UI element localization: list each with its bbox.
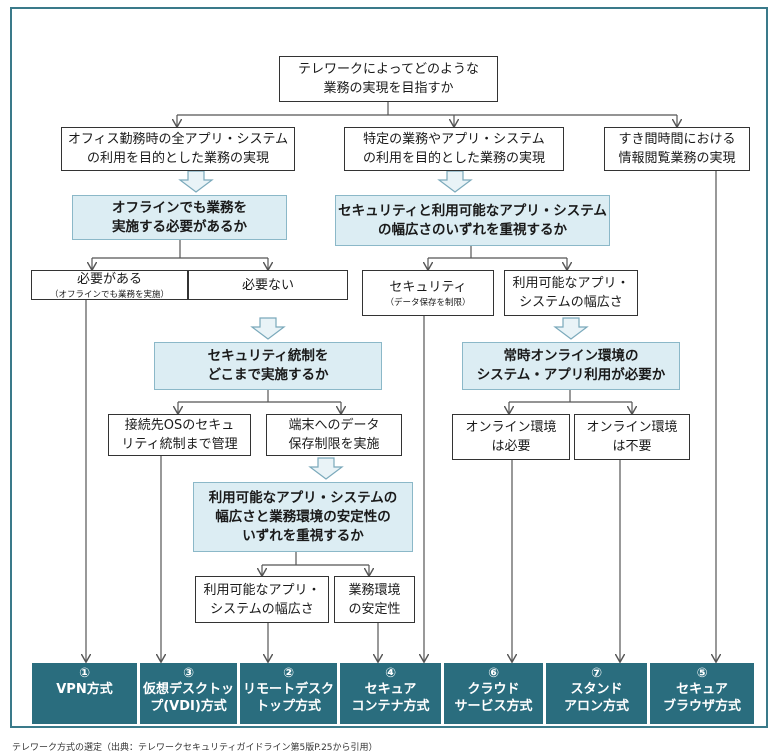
- option-online-needed: オンライン環境 は必要: [452, 414, 570, 460]
- option-security-note: （データ保存を制限）: [385, 297, 471, 308]
- result-vpn: ① VPN方式: [32, 663, 137, 724]
- result-number: ③: [182, 666, 194, 681]
- option-stability: 業務環境 の安定性: [334, 576, 415, 623]
- result-label: クラウド サービス方式: [454, 682, 533, 714]
- option-offline-needed-label: 必要がある: [76, 271, 142, 287]
- option-online-not-needed: オンライン環境 は不要: [574, 414, 690, 460]
- question-online: 常時オンライン環境の システム・アプリ利用が必要か: [462, 342, 680, 390]
- result-number: ⑦: [590, 666, 602, 681]
- question-security-control: セキュリティ統制を どこまで実施するか: [154, 342, 382, 390]
- option-app-range: 利用可能なアプリ・ システムの幅広さ: [504, 270, 638, 316]
- result-label: リモートデスク トップ方式: [242, 682, 334, 714]
- result-standalone: ⑦ スタンド アロン方式: [546, 663, 647, 724]
- option-offline-needed-note: （オフラインでも業務を実施）: [49, 289, 169, 300]
- goal-all-apps: オフィス勤務時の全アプリ・システム の利用を目的とした業務の実現: [61, 127, 295, 171]
- option-manage-os: 接続先OSのセキュ リティ統制まで管理: [108, 414, 251, 456]
- option-security: セキュリティ （データ保存を制限）: [362, 270, 494, 316]
- goal-specific-apps: 特定の業務やアプリ・システム の利用を目的とした業務の実現: [344, 127, 564, 171]
- result-label: セキュア コンテナ方式: [351, 682, 430, 714]
- question-offline: オフラインでも業務を 実施する必要があるか: [72, 195, 287, 240]
- option-offline-not-needed: 必要ない: [188, 270, 348, 300]
- result-number: ④: [384, 666, 396, 681]
- result-number: ⑤: [696, 666, 708, 681]
- figure-caption: テレワーク方式の選定（出典：テレワークセキュリティガイドライン第5版P.25から…: [12, 743, 378, 753]
- question-stability: 利用可能なアプリ・システムの 幅広さと業務環境の安定性の いずれを重視するか: [193, 482, 413, 552]
- option-app-range-2: 利用可能なアプリ・ システムの幅広さ: [195, 576, 329, 623]
- result-cloud-service: ⑥ クラウド サービス方式: [444, 663, 543, 724]
- result-secure-container: ④ セキュア コンテナ方式: [340, 663, 441, 724]
- result-label: スタンド アロン方式: [563, 682, 629, 714]
- result-label: 仮想デスクトッ プ(VDI)方式: [142, 682, 234, 714]
- result-number: ①: [78, 666, 90, 681]
- result-label: VPN方式: [56, 682, 113, 697]
- top-question: テレワークによってどのような 業務の実現を目指すか: [279, 56, 498, 102]
- result-number: ②: [282, 666, 294, 681]
- option-offline-needed: 必要がある （オフラインでも業務を実施）: [31, 270, 188, 300]
- option-security-label: セキュリティ: [389, 279, 467, 295]
- question-security-vs-range: セキュリティと利用可能なアプリ・システム の幅広さのいずれを重視するか: [335, 195, 610, 246]
- result-label: セキュア ブラウザ方式: [662, 682, 741, 714]
- result-vdi: ③ 仮想デスクトッ プ(VDI)方式: [140, 663, 237, 724]
- result-secure-browser: ⑤ セキュア ブラウザ方式: [650, 663, 754, 724]
- result-remote-desktop: ② リモートデスク トップ方式: [240, 663, 337, 724]
- result-number: ⑥: [487, 666, 499, 681]
- goal-browsing: すき間時間における 情報閲覧業務の実現: [604, 127, 750, 171]
- option-restrict-data: 端末へのデータ 保存制限を実施: [266, 414, 402, 456]
